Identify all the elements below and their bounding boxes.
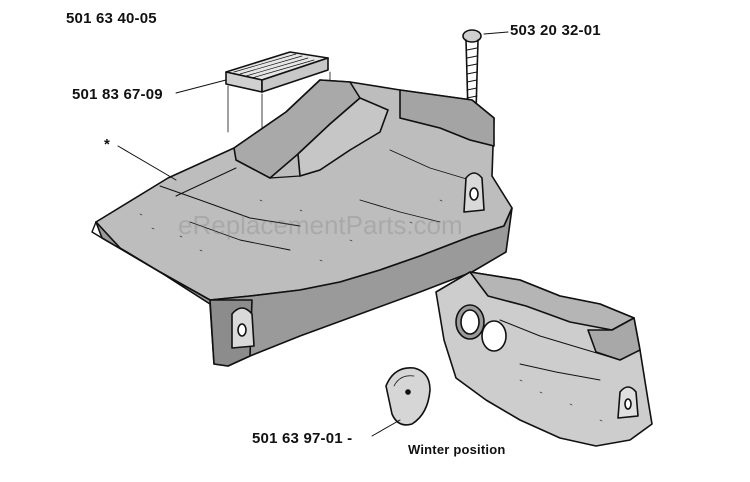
part-number-501-83-67-09: 501 83 67-09 — [72, 86, 163, 103]
main-cylinder-cover — [91, 79, 513, 367]
watermark-text: eReplacementParts.com — [178, 210, 463, 240]
winter-position-cover — [435, 271, 653, 447]
winter-plate — [385, 367, 431, 426]
part-number-503-20-32-01: 503 20 32-01 — [510, 22, 601, 39]
part-number-501-63-97-01: 501 63 97-01 - — [252, 430, 353, 447]
winter-position-caption: Winter position — [408, 442, 506, 457]
asterisk-marker: * — [104, 136, 111, 153]
part-number-501-63-40-05: 501 63 40-05 — [66, 10, 157, 27]
